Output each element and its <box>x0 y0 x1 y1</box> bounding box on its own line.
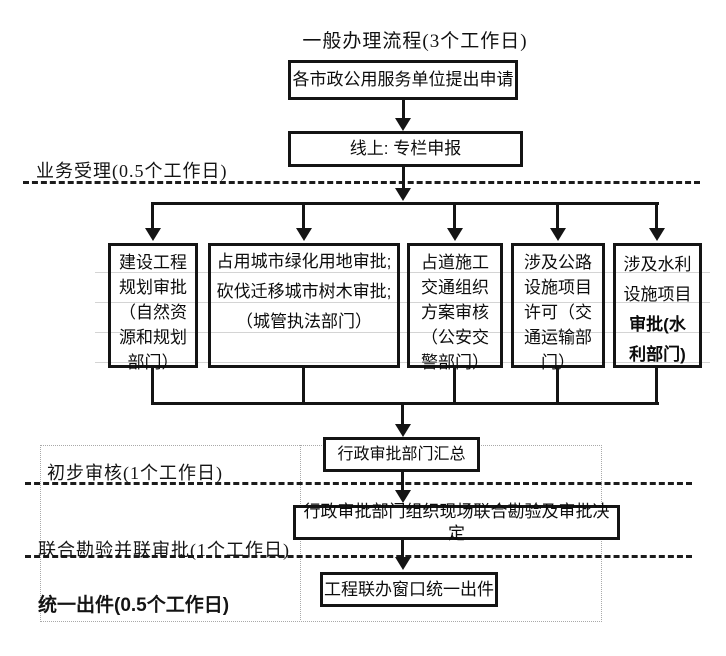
stage-label-acceptance: 业务受理(0.5个工作日) <box>36 161 228 181</box>
branch-drop-head <box>145 228 161 241</box>
arrow-summary-to-joint-head <box>395 490 411 503</box>
merge-stub-line <box>453 368 456 405</box>
arrow-apply-to-online-head <box>395 118 411 131</box>
merge-stub-line <box>151 368 154 405</box>
stage-label-preliminary-review: 初步审核(1个工作日) <box>47 463 223 483</box>
arrow-apply-to-online-line <box>402 100 405 119</box>
phase-divider-preliminary <box>25 482 692 485</box>
branch-drop-line <box>302 202 305 229</box>
joint-inspection-box: 行政审批部门组织现场联合勘验及审批决定 <box>293 502 620 543</box>
branch-box-water: 涉及水利 设施项目 审批(水 利部门) <box>613 243 702 368</box>
flowchart-title: 一般办理流程(3个工作日) <box>302 31 528 52</box>
merge-stub-line <box>655 368 658 405</box>
branch-drop-line <box>655 202 658 229</box>
branch-drop-line <box>556 202 559 229</box>
summary-box: 行政审批部门汇总 <box>323 437 480 472</box>
branch-box-greening: 占用城市绿化用地审批; 砍伐迁移城市树木审批; （城管执法部门） <box>208 243 400 368</box>
merge-rail <box>152 402 659 405</box>
apply-box: 各市政公用服务单位提出申请 <box>288 60 518 100</box>
merge-stub-line <box>556 368 559 405</box>
arrow-merge-to-summary-head <box>395 424 411 437</box>
stage-label-joint-approval: 联合勘验并联审批(1个工作日) <box>38 540 290 560</box>
arrow-joint-to-output-line <box>401 540 404 559</box>
branch-drop-line <box>151 202 154 229</box>
arrow-online-to-branch-head <box>395 188 411 201</box>
online-box: 线上: 专栏申报 <box>288 131 523 167</box>
phase-divider-acceptance <box>23 181 700 184</box>
branch-drop-line <box>453 202 456 229</box>
branch-box-water-text: 涉及水利 设施项目 <box>623 255 692 304</box>
arrow-online-to-branch-line <box>402 167 405 189</box>
arrow-merge-to-summary-line <box>401 402 404 425</box>
branch-box-highway: 涉及公路 设施项目 许可（交 通运输部 门） <box>511 243 605 372</box>
output-box: 工程联办窗口统一出件 <box>320 572 498 607</box>
branch-box-planning: 建设工程 规划审批 （自然资 源和规划 部门） <box>108 243 198 372</box>
arrow-summary-to-joint-line <box>401 472 404 492</box>
stage-label-unified-output: 统一出件(0.5个工作日) <box>38 595 230 616</box>
branch-drop-head <box>550 228 566 241</box>
branch-drop-head <box>649 228 665 241</box>
phase-divider-joint <box>25 555 692 558</box>
branch-rail <box>152 202 659 205</box>
arrow-joint-to-output-head <box>395 557 411 570</box>
branch-drop-head <box>447 228 463 241</box>
merge-stub-line <box>302 368 305 405</box>
branch-box-traffic: 占道施工 交通组织 方案审核 （公安交 警部门） <box>407 243 503 372</box>
branch-box-water-bold-text: 审批(水 利部门) <box>629 315 686 364</box>
branch-drop-head <box>296 228 312 241</box>
